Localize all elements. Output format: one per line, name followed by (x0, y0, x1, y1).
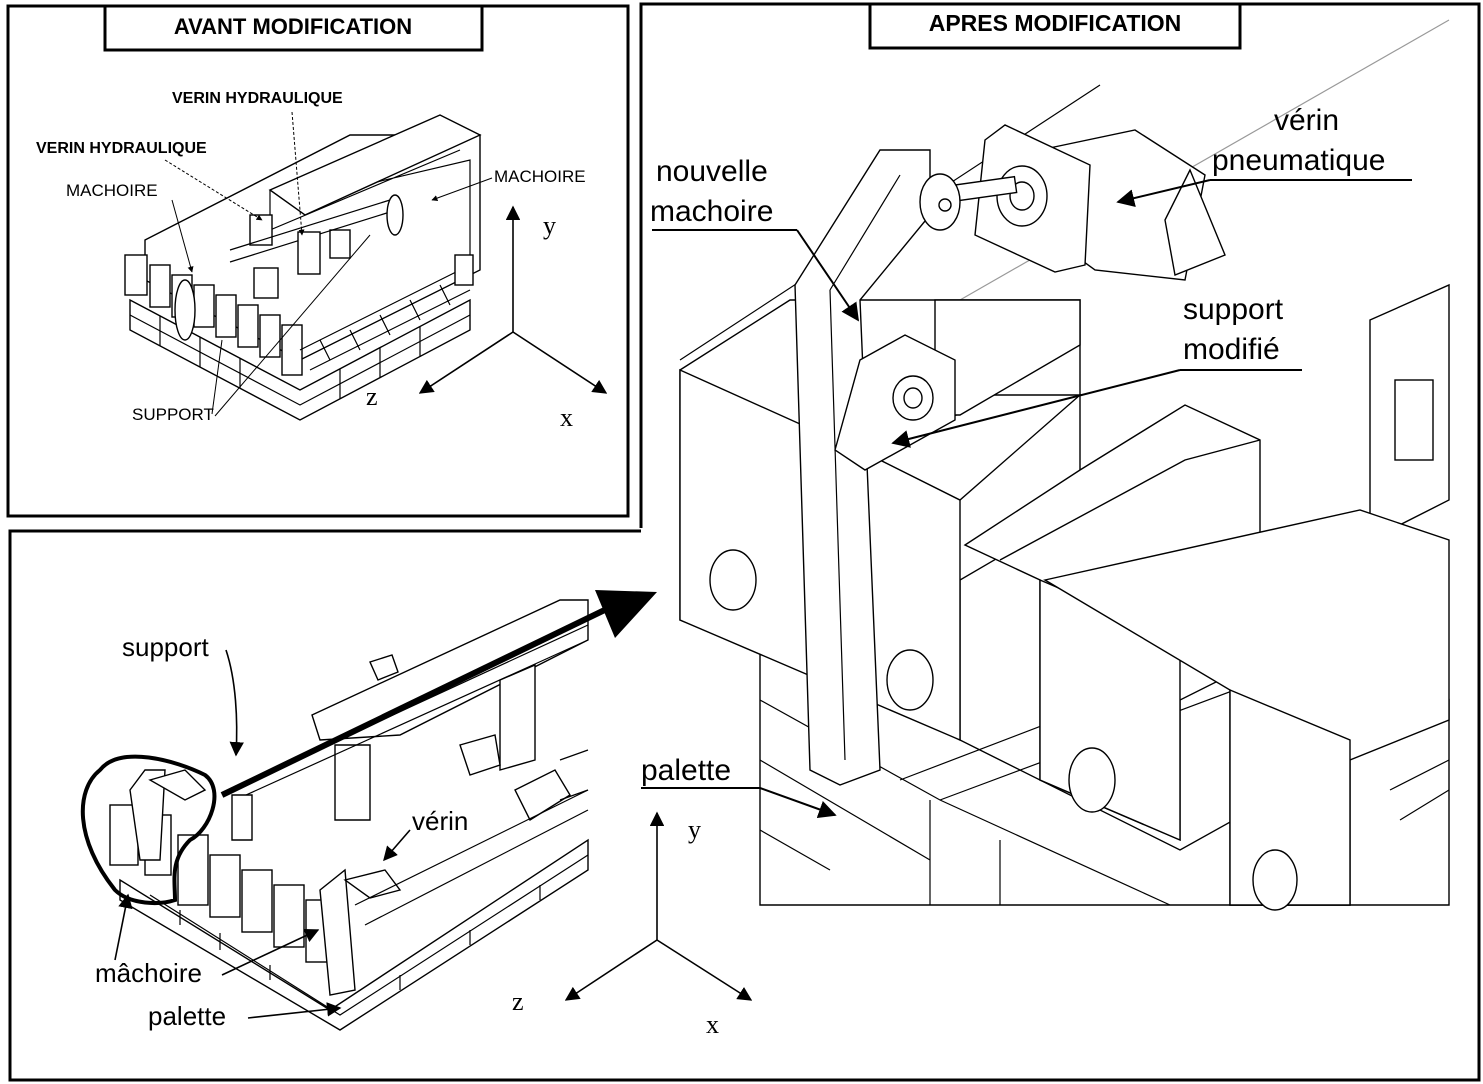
leader-lines-overview (114, 649, 411, 1019)
panel-overview: support vérin mâchoire palette z (8, 529, 657, 1082)
axes-before (418, 205, 608, 394)
label-verin-pneumatique-1: vérin (1274, 104, 1339, 137)
label-support-overview: support (122, 632, 209, 662)
label-verin-overview: vérin (412, 806, 468, 836)
axis-before-z: z (366, 382, 378, 411)
label-support-modifie-2: modifié (1183, 333, 1280, 366)
machine-before-drawing (124, 114, 482, 421)
label-support-modifie-1: support (1183, 293, 1284, 326)
axis-before-y: y (543, 211, 556, 240)
axis-before-x: x (560, 403, 573, 432)
label-machoire-overview: mâchoire (95, 958, 202, 988)
axis-overview-z: z (512, 987, 524, 1016)
leader-lines-before (164, 111, 493, 417)
panel-before: AVANT MODIFICATION (6, 4, 630, 518)
panel-after-title-box (868, 2, 1242, 50)
label-verin-pneumatique-2: pneumatique (1212, 144, 1385, 177)
label-nouvelle: nouvelle (656, 155, 768, 188)
label-machoire-left: MACHOIRE (66, 181, 158, 200)
label-verin-hydraulique-top: VERIN HYDRAULIQUE (172, 90, 343, 107)
label-support-before: SUPPORT (132, 405, 214, 424)
panel-before-title: AVANT MODIFICATION (174, 14, 412, 39)
label-machoire-new: machoire (650, 195, 773, 228)
label-palette-after: palette (641, 754, 731, 787)
panel-after-frame (639, 2, 1481, 1082)
panel-after-title: APRES MODIFICATION (929, 10, 1182, 36)
axes-after (564, 811, 753, 1001)
panel-after: APRES MODIFICATION (564, 2, 1481, 1082)
leader-lines-after (759, 179, 1211, 818)
label-palette-overview: palette (148, 1001, 226, 1031)
axis-after-x: x (706, 1010, 719, 1039)
axis-after-y: y (688, 815, 701, 844)
label-machoire-right: MACHOIRE (494, 167, 586, 186)
panel-overview-frame (8, 529, 641, 1082)
panel-before-title-box (103, 4, 484, 52)
label-verin-hydraulique-left: VERIN HYDRAULIQUE (36, 140, 207, 157)
